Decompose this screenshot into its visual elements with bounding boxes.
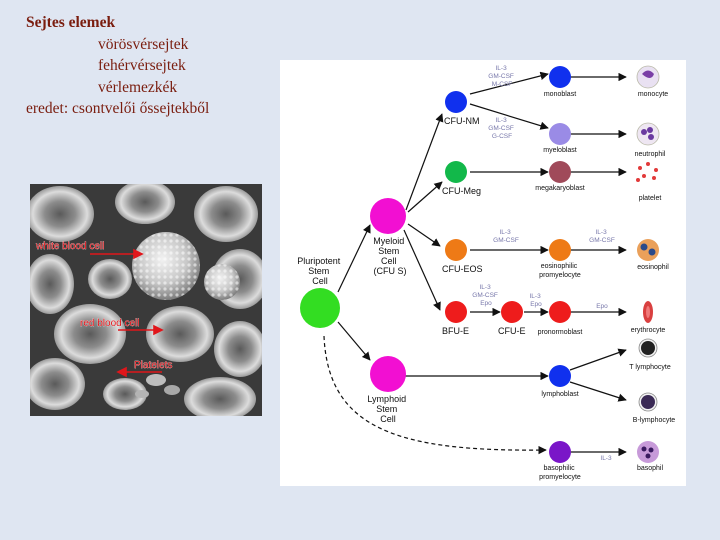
arrow-pluri-basoprom [323,335,547,455]
cfu-e-label: CFU-E [498,326,526,336]
origin-text: eredet: csontvelői őssejtekből [26,100,210,117]
monoblast-label: monoblast [544,91,576,98]
myeloblast-icon [549,123,571,145]
arrow-head [133,248,144,260]
arrow-pluri-myeloid [337,224,371,293]
hematopoiesis-diagram: Pluripotent Stem Cell Myeloid Stem Cell … [280,60,686,486]
arrow-cfunm-monoblast [469,71,549,95]
cytokines-basophil: IL-3 [600,455,612,462]
cytokines-eos-2: IL-3 GM-CSF [589,229,615,244]
megakaryoblast-label: megakaryoblast [535,185,584,192]
bfu-e-icon [445,301,467,323]
monoblast-icon [549,66,571,88]
arrow-myeloid-cfunm [405,113,444,211]
basophil-label: basophil [637,465,664,472]
erythrocyte-label: erythrocyte [631,327,666,334]
b-lymphocyte-icon [638,392,658,412]
myeloblast-label: myeloblast [543,147,577,154]
megakaryoblast-icon [549,161,571,183]
cfu-meg-label: CFU-Meg [442,186,481,196]
cfu-nm-icon [445,91,467,113]
cfu-eos-label: CFU-EOS [442,264,483,274]
eosinophil-label: eosinophil [637,264,669,271]
pluripotent-label: Pluripotent Stem Cell [297,256,343,286]
pluripotent-stem-cell-icon [300,288,340,328]
neutrophil-label: neutrophil [635,151,666,158]
lymphoblast-icon [549,365,571,387]
eosinophilic-promyelocyte-label: eosinophilic promyelocyte [539,263,581,279]
arrow-myeloid-cfumeg [407,181,443,213]
arrow-cfunm-myeloblast [469,103,549,130]
myeloid-label: Myeloid Stem Cell (CFU S) [373,236,407,276]
monocyte-label: monocyte [638,91,668,98]
t-lymphocyte-icon [638,338,658,358]
platelet-label: platelet [639,195,662,202]
red-blood-cells [25,180,268,421]
monocyte-icon [636,65,660,89]
arrow-myeloid-cfueos [407,223,441,247]
pronormoblast-label: pronormoblast [538,329,583,336]
white-blood-cells [132,232,240,300]
eosinophil-icon [637,239,659,261]
label-red-blood-cell: red blood cell [80,318,139,329]
label-white-blood-cell: white blood cell [35,241,104,252]
lymphoblast-label: lymphoblast [541,391,578,398]
slide-title: Sejtes elemek [26,14,116,31]
eosinophilic-promyelocyte-icon [549,239,571,261]
basophilic-promyelocyte-icon [549,441,571,463]
pronormoblast-icon [549,301,571,323]
arrow-pluri-lymphoid [337,321,371,361]
t-lymphocyte-label: T lymphocyte [629,364,671,371]
basophilic-promyelocyte-label: basophilic promyelocyte [539,465,581,481]
cytokines-eos-1: IL-3 GM-CSF [493,229,519,244]
cfu-nm-label: CFU-NM [444,116,480,126]
cytokines-cfu-e: IL-3 Epo [529,293,542,308]
cfu-eos-icon [445,239,467,261]
arrow-myeloid-bfue [403,229,441,311]
cfu-e-icon [501,301,523,323]
blood-cell-micrograph: white blood cell red blood cell Platelet… [25,180,268,421]
arrow-head [153,324,164,336]
erythrocyte-icon [643,301,653,323]
cfu-meg-icon [445,161,467,183]
basophil-icon [637,441,659,463]
arrow-head [116,366,127,378]
neutrophil-icon [636,122,660,146]
cytokines-monoblast: IL-3 GM-CSF M-CSF [488,65,515,88]
platelet-icon [636,162,658,182]
bfu-e-label: BFU-E [442,326,469,336]
cytokines-pronormoblast: Epo [596,303,608,310]
slide-text: Sejtes elemek vörösvérsejtek fehérvérsej… [26,12,209,120]
arrow-lymphoblast-blymph [569,381,627,402]
cytokines-bfu-e: IL-3 GM-CSF Epo [472,284,499,307]
platelets [135,374,180,398]
b-lymphocyte-label: B-lymphocyte [633,417,676,424]
myeloid-stem-cell-icon [370,198,406,234]
cytokines-myeloblast: IL-3 GM-CSF G-CSF [488,117,515,140]
lymphoid-label: Lymphoid Stem Cell [367,394,408,424]
arrow-lymphoblast-tlymph [569,348,627,371]
lymphoid-stem-cell-icon [370,356,406,392]
bullet-red-blood-cells: vörösvérsejtek [98,35,189,53]
bullet-white-blood-cells: fehérvérsejtek [98,57,186,74]
label-platelets: Platelets [134,360,172,371]
bullet-platelets: vérlemezkék [98,78,178,96]
